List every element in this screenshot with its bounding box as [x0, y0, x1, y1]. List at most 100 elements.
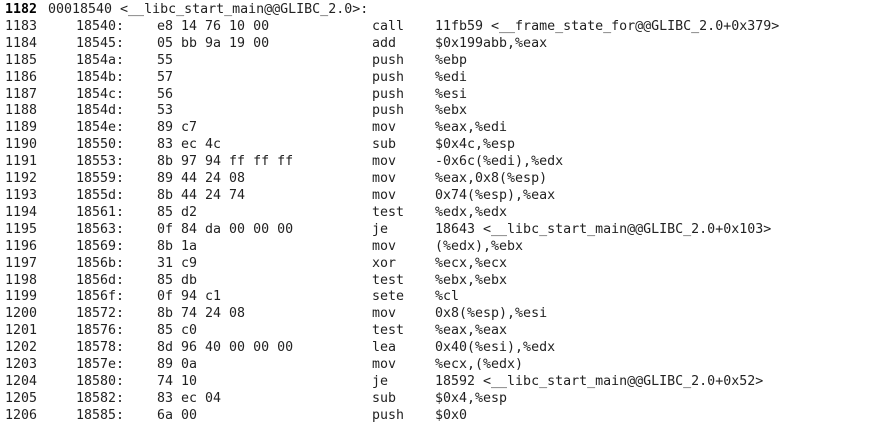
- operands: $0x4,%esp: [435, 390, 508, 406]
- line-number: 1202: [5, 340, 38, 356]
- mnemonic: lea: [372, 340, 397, 356]
- line-number: 1188: [5, 103, 38, 119]
- line-number: 1186: [5, 69, 38, 85]
- operands: %ebx: [435, 103, 468, 119]
- opcode-bytes: 83 ec 4c: [157, 137, 222, 153]
- mnemonic: sub: [372, 390, 397, 406]
- address: 18572:: [76, 306, 125, 322]
- opcode-bytes: 0f 84 da 00 00 00: [157, 221, 294, 237]
- address: 1854a:: [76, 52, 125, 68]
- opcode-bytes: 56: [157, 86, 174, 102]
- operands: 0x40(%esi),%edx: [435, 340, 556, 356]
- opcode-bytes: e8 14 76 10 00: [157, 18, 270, 34]
- opcode-bytes: 8b 44 24 74: [157, 187, 246, 203]
- opcode-bytes: 57: [157, 69, 174, 85]
- operands: %eax,%edi: [435, 120, 508, 136]
- opcode-bytes: 6a 00: [157, 407, 198, 423]
- operands: %ebp: [435, 52, 468, 68]
- opcode-bytes: 74 10: [157, 373, 198, 389]
- address: 18561:: [76, 204, 125, 220]
- mnemonic: sete: [372, 289, 405, 305]
- mnemonic: add: [372, 35, 397, 51]
- line-number: 1192: [5, 171, 38, 187]
- line-number: 1199: [5, 289, 38, 305]
- address: 1856d:: [76, 272, 125, 288]
- instruction-row: 1194 18561: 85 d2 test %edx,%edx: [0, 205, 891, 222]
- mnemonic: mov: [372, 357, 397, 373]
- instruction-row: 1190 18550: 83 ec 4c sub $0x4c,%esp: [0, 137, 891, 154]
- address: 18585:: [76, 407, 125, 423]
- mnemonic: call: [372, 18, 405, 34]
- address: 18559:: [76, 171, 125, 187]
- operands: 18592 <__libc_start_main@@GLIBC_2.0+0x52…: [435, 373, 764, 389]
- address: 1854e:: [76, 120, 125, 136]
- opcode-bytes: 85 d2: [157, 204, 198, 220]
- address: 18563:: [76, 221, 125, 237]
- operands: %edx,%edx: [435, 204, 508, 220]
- line-number: 1200: [5, 306, 38, 322]
- line-number: 1194: [5, 204, 38, 220]
- opcode-bytes: 0f 94 c1: [157, 289, 222, 305]
- operands: 0x8(%esp),%esi: [435, 306, 548, 322]
- address: 18545:: [76, 35, 125, 51]
- operands: %eax,%eax: [435, 323, 508, 339]
- line-number: 1197: [5, 255, 38, 271]
- address: 18580:: [76, 373, 125, 389]
- mnemonic: mov: [372, 171, 397, 187]
- opcode-bytes: 8d 96 40 00 00 00: [157, 340, 294, 356]
- line-number: 1185: [5, 52, 38, 68]
- instruction-row: 1184 18545: 05 bb 9a 19 00 add $0x199abb,%ea…: [0, 36, 891, 53]
- operands: 11fb59 <__frame_state_for@@GLIBC_2.0+0x3…: [435, 18, 780, 34]
- opcode-bytes: 89 0a: [157, 357, 198, 373]
- mnemonic: mov: [372, 187, 397, 203]
- operands: %ebx,%ebx: [435, 272, 508, 288]
- line-number: 1190: [5, 137, 38, 153]
- instruction-row: 1202 18578: 8d 96 40 00 00 00 lea 0x40(%esi)…: [0, 340, 891, 357]
- line-number: 1196: [5, 238, 38, 254]
- line-number: 1195: [5, 221, 38, 237]
- mnemonic: push: [372, 86, 405, 102]
- address: 18578:: [76, 340, 125, 356]
- operands: $0x0: [435, 407, 468, 423]
- operands: %ecx,%ecx: [435, 255, 508, 271]
- function-header-row: 1182 00018540 <__libc_start_main@@GLIBC_…: [0, 2, 891, 19]
- opcode-bytes: 8b 1a: [157, 238, 198, 254]
- instruction-row: 1192 18559: 89 44 24 08 mov %eax,0x8(%esp): [0, 171, 891, 188]
- operands: $0x4c,%esp: [435, 137, 516, 153]
- operands: $0x199abb,%eax: [435, 35, 548, 51]
- address: 18540:: [76, 18, 125, 34]
- line-number: 1193: [5, 187, 38, 203]
- opcode-bytes: 31 c9: [157, 255, 198, 271]
- opcode-bytes: 89 44 24 08: [157, 171, 246, 187]
- opcode-bytes: 89 c7: [157, 120, 198, 136]
- address: 18553:: [76, 154, 125, 170]
- opcode-bytes: 8b 74 24 08: [157, 306, 246, 322]
- line-number: 1203: [5, 357, 38, 373]
- line-number: 1205: [5, 390, 38, 406]
- line-number: 1191: [5, 154, 38, 170]
- address: 18569:: [76, 238, 125, 254]
- operands: (%edx),%ebx: [435, 238, 524, 254]
- operands: %eax,0x8(%esp): [435, 171, 548, 187]
- mnemonic: test: [372, 204, 405, 220]
- mnemonic: sub: [372, 137, 397, 153]
- function-label: 00018540 <__libc_start_main@@GLIBC_2.0>:: [48, 2, 369, 17]
- opcode-bytes: 55: [157, 52, 174, 68]
- opcode-bytes: 05 bb 9a 19 00: [157, 35, 270, 51]
- line-number: 1184: [5, 35, 38, 51]
- address: 18550:: [76, 137, 125, 153]
- address: 1854d:: [76, 103, 125, 119]
